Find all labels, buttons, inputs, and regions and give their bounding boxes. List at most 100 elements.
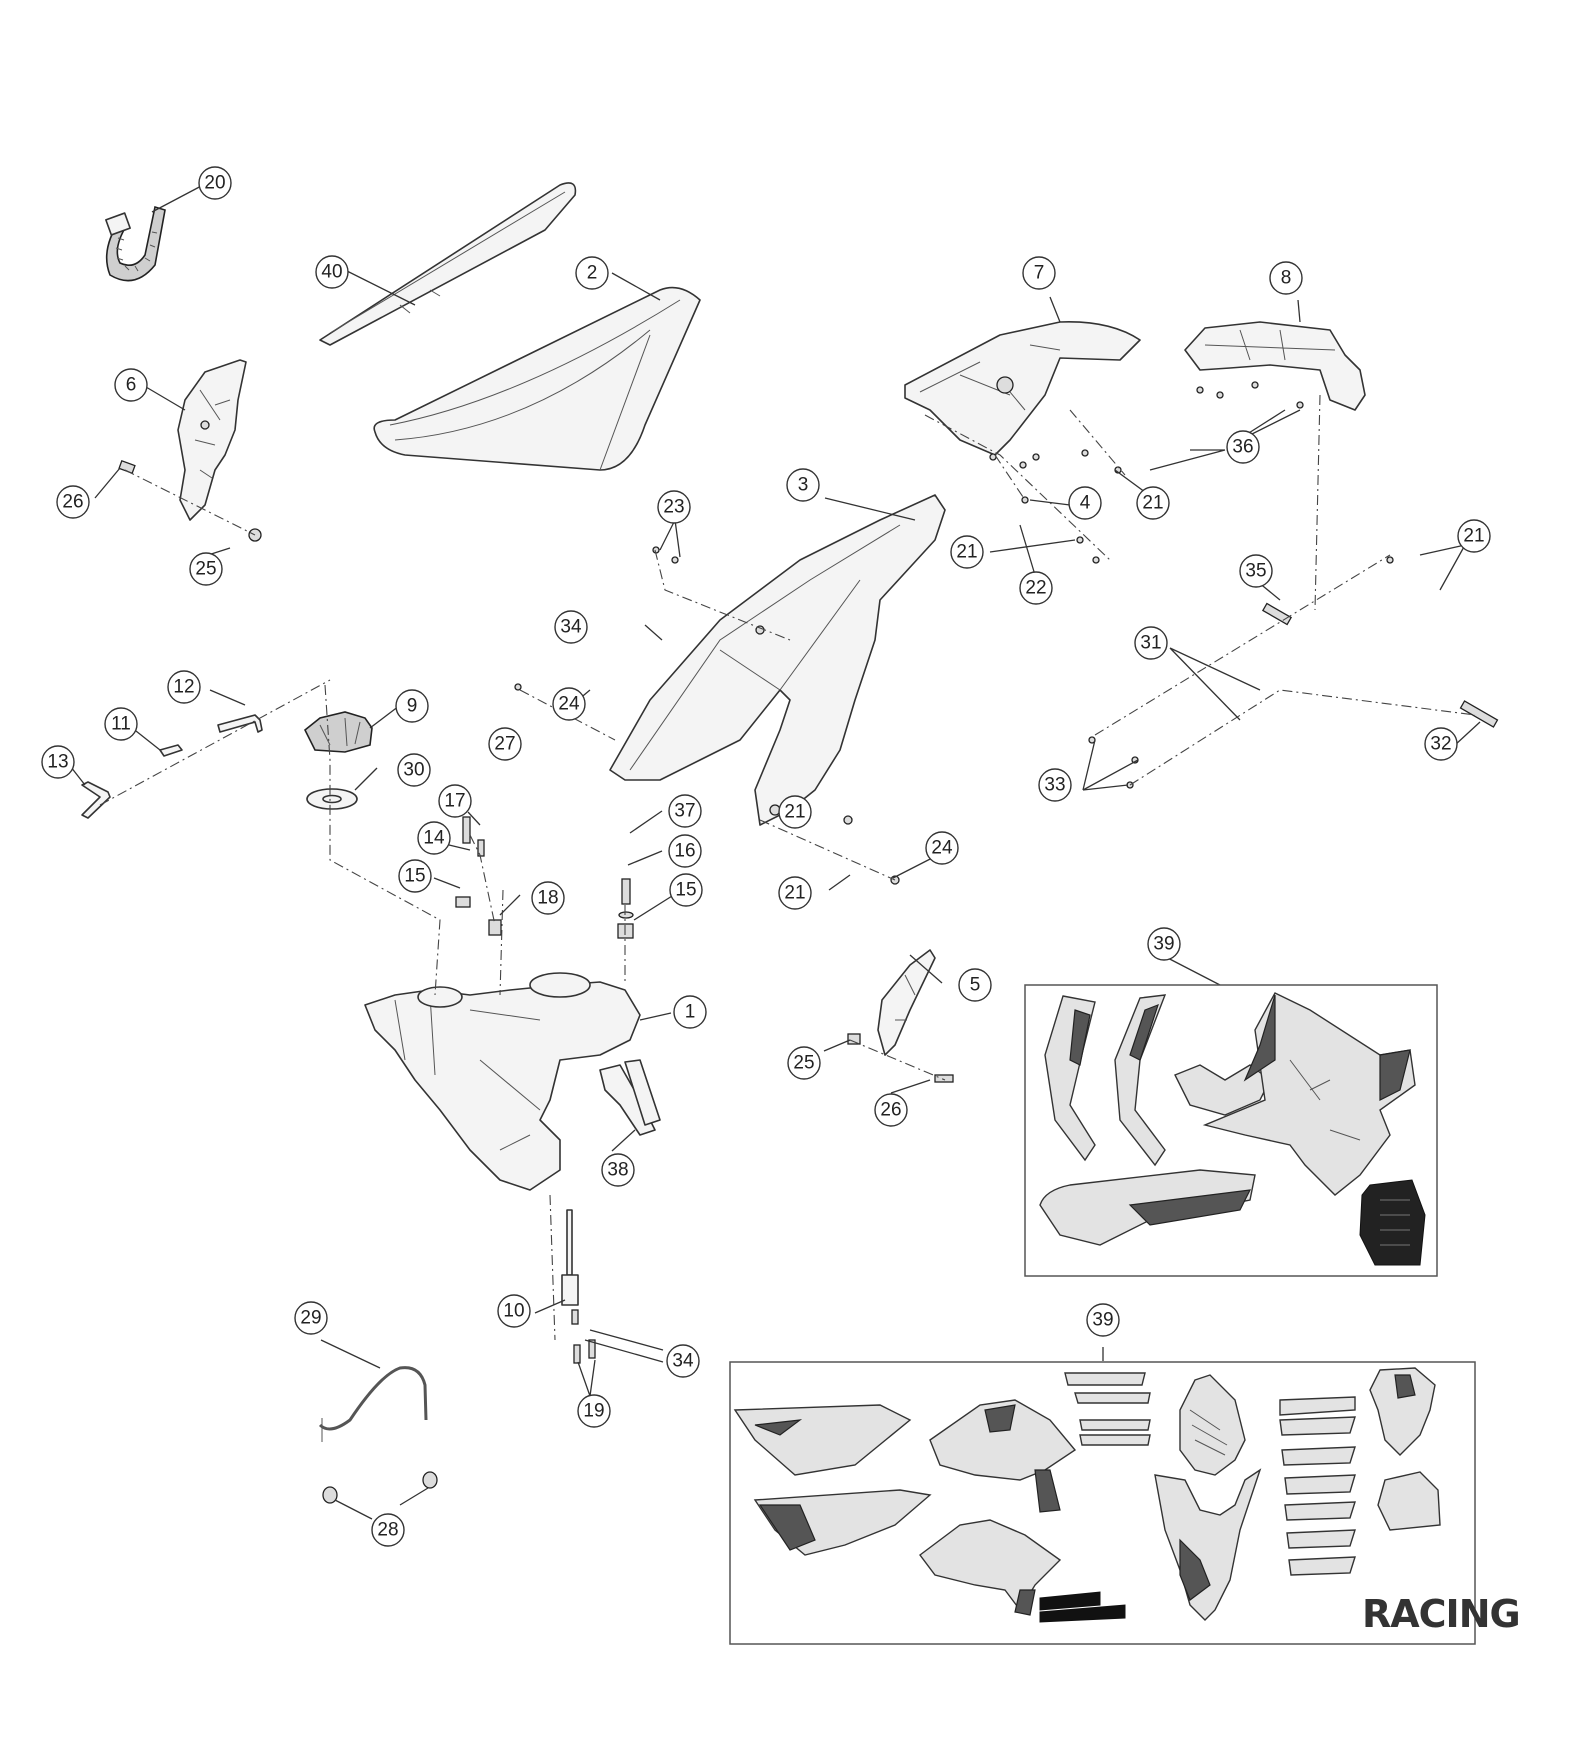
svg-text:21: 21 bbox=[784, 802, 805, 823]
callout-7: 7 bbox=[1022, 256, 1056, 290]
callout-12: 12 bbox=[167, 670, 201, 704]
svg-text:17: 17 bbox=[444, 791, 465, 812]
svg-text:35: 35 bbox=[1245, 561, 1266, 582]
svg-text:30: 30 bbox=[403, 760, 424, 781]
callout-20: 20 bbox=[198, 166, 232, 200]
svg-text:22: 22 bbox=[1025, 578, 1046, 599]
callout-22: 22 bbox=[1019, 571, 1053, 605]
svg-text:28: 28 bbox=[377, 1520, 398, 1541]
part-7-rear-fender bbox=[904, 321, 1141, 456]
svg-text:13: 13 bbox=[47, 752, 68, 773]
svg-text:26: 26 bbox=[880, 1100, 901, 1121]
callout-24: 24 bbox=[925, 831, 959, 865]
part-29-hose bbox=[318, 1366, 428, 1442]
callout-40: 40 bbox=[315, 255, 349, 289]
callout-25: 25 bbox=[189, 552, 223, 586]
svg-text:40: 40 bbox=[321, 262, 342, 283]
callout-28: 28 bbox=[371, 1513, 405, 1547]
callout-9: 9 bbox=[395, 689, 429, 723]
callout-15: 15 bbox=[398, 859, 432, 893]
svg-text:24: 24 bbox=[931, 838, 953, 859]
svg-text:23: 23 bbox=[663, 497, 684, 518]
callout-36: 36 bbox=[1226, 430, 1260, 464]
callout-11: 11 bbox=[104, 707, 138, 741]
svg-text:39: 39 bbox=[1153, 934, 1174, 955]
svg-text:10: 10 bbox=[503, 1301, 524, 1322]
callout-3: 3 bbox=[786, 468, 820, 502]
part-10-fuel-cock bbox=[561, 1209, 579, 1325]
alignment-lines bbox=[99, 394, 1476, 1341]
svg-text:20: 20 bbox=[204, 173, 225, 194]
breather-hoses bbox=[81, 714, 263, 819]
callout-33: 33 bbox=[1038, 768, 1072, 802]
part-6-frame-guard-left bbox=[177, 359, 247, 521]
callout-21: 21 bbox=[778, 876, 812, 910]
callout-18: 18 bbox=[531, 881, 565, 915]
callout-1: 1 bbox=[673, 995, 707, 1029]
decal-kit-panel-upper bbox=[1024, 984, 1438, 1277]
callout-23: 23 bbox=[657, 490, 691, 524]
svg-text:24: 24 bbox=[558, 694, 580, 715]
callout-21: 21 bbox=[1136, 486, 1170, 520]
callout-25: 25 bbox=[787, 1046, 821, 1080]
part-2-seat bbox=[373, 286, 701, 471]
svg-text:9: 9 bbox=[407, 696, 418, 717]
callout-26: 26 bbox=[56, 485, 90, 519]
svg-text:21: 21 bbox=[784, 883, 805, 904]
part-5-frame-guard-right bbox=[877, 949, 936, 1056]
callout-2: 2 bbox=[575, 256, 609, 290]
part-38-tank-bracket bbox=[599, 1059, 661, 1136]
callout-31: 31 bbox=[1134, 626, 1168, 660]
svg-text:21: 21 bbox=[956, 542, 977, 563]
callout-29: 29 bbox=[294, 1301, 328, 1335]
leader-lines bbox=[66, 183, 1481, 1520]
callout-13: 13 bbox=[41, 745, 75, 779]
callout-39: 39 bbox=[1147, 927, 1181, 961]
svg-text:26: 26 bbox=[62, 492, 83, 513]
part-9-fuel-cap bbox=[303, 711, 373, 753]
part-1-fuel-tank bbox=[364, 972, 641, 1191]
svg-text:4: 4 bbox=[1080, 493, 1091, 514]
svg-text:3: 3 bbox=[798, 475, 809, 496]
callout-17: 17 bbox=[438, 784, 472, 818]
racing-label: RACING bbox=[1362, 1592, 1520, 1636]
svg-text:39: 39 bbox=[1092, 1310, 1113, 1331]
svg-text:21: 21 bbox=[1142, 493, 1163, 514]
callout-26: 26 bbox=[874, 1093, 908, 1127]
callout-19: 19 bbox=[577, 1394, 611, 1428]
svg-text:1: 1 bbox=[685, 1002, 696, 1023]
svg-text:11: 11 bbox=[111, 714, 131, 735]
svg-text:29: 29 bbox=[300, 1308, 321, 1329]
callout-15: 15 bbox=[669, 873, 703, 907]
svg-text:6: 6 bbox=[126, 375, 137, 396]
callout-5: 5 bbox=[958, 968, 992, 1002]
part-8-rear-fender-support bbox=[1184, 321, 1366, 411]
svg-text:8: 8 bbox=[1281, 268, 1292, 289]
svg-text:7: 7 bbox=[1034, 263, 1045, 284]
svg-text:34: 34 bbox=[560, 617, 582, 638]
callout-27: 27 bbox=[488, 727, 522, 761]
svg-text:25: 25 bbox=[793, 1053, 814, 1074]
svg-text:27: 27 bbox=[494, 734, 515, 755]
part-20-cable-tie bbox=[105, 205, 166, 282]
svg-text:25: 25 bbox=[195, 559, 216, 580]
callout-14: 14 bbox=[417, 821, 451, 855]
callout-35: 35 bbox=[1239, 554, 1273, 588]
part-40-seat-cover bbox=[319, 182, 577, 346]
callout-4: 4 bbox=[1068, 486, 1102, 520]
svg-text:36: 36 bbox=[1232, 437, 1253, 458]
svg-text:12: 12 bbox=[173, 677, 194, 698]
svg-text:5: 5 bbox=[970, 975, 981, 996]
callout-32: 32 bbox=[1424, 727, 1458, 761]
callout-30: 30 bbox=[397, 753, 431, 787]
callout-34: 34 bbox=[666, 1344, 700, 1378]
svg-text:34: 34 bbox=[672, 1351, 694, 1372]
part-28-clamps bbox=[322, 1471, 438, 1504]
svg-text:38: 38 bbox=[607, 1160, 628, 1181]
callout-34: 34 bbox=[554, 610, 588, 644]
callout-21: 21 bbox=[950, 535, 984, 569]
svg-text:16: 16 bbox=[674, 841, 695, 862]
callout-38: 38 bbox=[601, 1153, 635, 1187]
